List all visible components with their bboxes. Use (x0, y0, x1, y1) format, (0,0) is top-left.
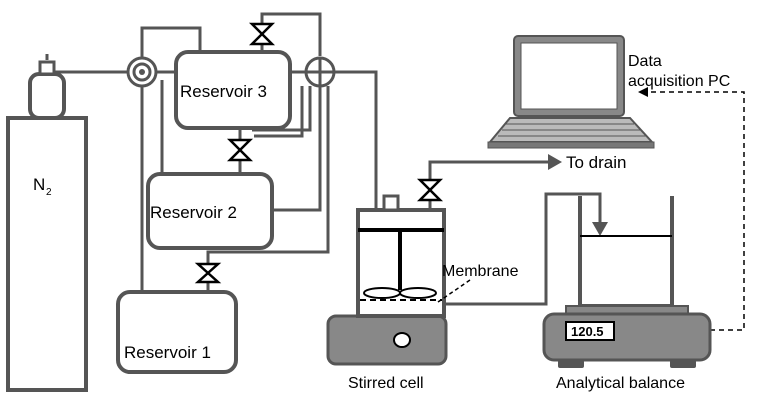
balance-inlet-arrowhead-icon (592, 222, 608, 236)
data-pc-label-line2: acquisition PC (628, 73, 730, 90)
n2-label: N (33, 175, 45, 194)
three-way-valve-icon (304, 56, 336, 88)
balance-reading: 120.5 (571, 324, 604, 339)
n2-subscript: 2 (46, 187, 52, 198)
three-way-valve-icon (126, 56, 158, 88)
membrane-label: Membrane (442, 263, 519, 280)
balance-display (565, 321, 615, 341)
valve-icon (226, 138, 254, 162)
signal-arrowhead-icon (638, 87, 648, 97)
reservoir-3-label: Reservoir 3 (180, 82, 267, 101)
reservoir-2-label: Reservoir 2 (150, 203, 237, 222)
valve-icon (416, 178, 444, 202)
valve-icon (194, 262, 222, 284)
n2-cylinder-icon (6, 54, 88, 392)
reservoir-1-label: Reservoir 1 (124, 343, 211, 362)
stirred-cell (326, 194, 448, 366)
stirred-cell-cap (382, 194, 400, 212)
analytical-balance-label: Analytical balance (556, 375, 685, 392)
signal-line (648, 91, 745, 331)
to-drain-label: To drain (566, 153, 626, 172)
stirred-cell-label: Stirred cell (348, 375, 424, 392)
stirrer-base (326, 314, 448, 366)
balance-icon (542, 196, 712, 368)
data-pc-label-line1: Data (628, 53, 662, 70)
laptop-icon (487, 35, 655, 149)
drain-arrowhead-icon (548, 154, 562, 170)
reservoir-1-box (116, 290, 238, 374)
valve-icon (248, 22, 276, 46)
reservoir-3-box (174, 50, 292, 130)
stirrer-knob-icon (393, 332, 411, 348)
reservoir-2-box (146, 172, 274, 250)
